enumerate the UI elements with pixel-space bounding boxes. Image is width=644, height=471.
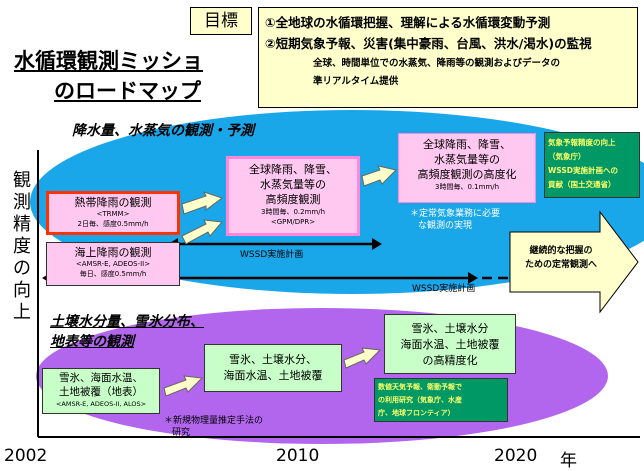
future-line-1: 全球降雨、降雪、 — [423, 138, 511, 151]
gpm-line-2: 水蒸気量等の — [260, 178, 326, 191]
lower-heading-line-2: 地表等の観測 — [50, 334, 134, 350]
x-tick-2010: 2010 — [276, 446, 320, 466]
forecast-line-3: WSSD実施計画への — [548, 166, 618, 175]
lower1-line-1: 雪氷、海面水温、 — [59, 372, 143, 384]
research-line-2: の利用研究（気象庁、水産 — [378, 396, 462, 404]
future-box: 全球降雨、降雪、 水蒸気量等の 高頻度観測の高度化 3時間毎、0.1mm/h — [398, 133, 536, 203]
continuous-observation-arrow — [509, 210, 639, 314]
goals-box: ①全地球の水循環把握、理解による水循環変動予測 ②短期気象予報、災害(集中豪雨、… — [258, 7, 638, 108]
future-line-3: 高頻度観測の高度化 — [417, 168, 517, 181]
lower-note-line-1: ＊新規物理量推定手法の — [164, 416, 264, 426]
title-line-1: 水循環観測ミッショ — [14, 49, 203, 73]
y-axis-label-char: 観 — [13, 170, 31, 191]
continuous-observation-text: 継続的な把握の ための定常観測へ — [514, 244, 608, 272]
lower-box-3: 雪氷、土壌水分 海面水温、土地被覆 の高精度化 — [384, 314, 516, 374]
future-line-4: 3時間毎、0.1mm/h — [434, 183, 500, 191]
lower3-line-2: 海面水温、土地被覆 — [400, 338, 500, 351]
arrow-text-line-2: ための定常観測へ — [524, 260, 597, 270]
trmm-line-1: 熱帯降雨の観測 — [74, 196, 152, 209]
arrow-lower-1 — [163, 375, 204, 397]
goal-line-2: ②短期気象予報、災害(集中豪雨、台風、洪水/渇水)の監視 — [265, 36, 592, 51]
lower-heading-line-1: 土壌水分量、雪氷分布、 — [50, 314, 204, 330]
future-line-2: 水蒸気量等の — [434, 153, 500, 166]
goal-line-1: ①全地球の水循環把握、理解による水循環変動予測 — [265, 15, 551, 30]
gpm-line-1: 全球降雨、降雪、 — [249, 163, 337, 176]
amsre-line-2: <AMSR-E, ADEOS-II> — [75, 260, 151, 268]
page-title: 水循環観測ミッショ のロードマップ — [14, 46, 244, 106]
wssd-label-1: WSSD実施計画 — [240, 250, 304, 260]
lower-box-1: 雪氷、海面水温、 土地被覆（地表） <AMSR-E, ADEOS-II, ALO… — [42, 368, 160, 414]
gpm-line-4: 3時間毎、0.2mm/h — [260, 208, 326, 216]
y-axis-label-char: 上 — [13, 302, 31, 323]
goal-tag-label: 目標 — [204, 11, 238, 31]
trmm-box: 熱帯降雨の観測 <TRMM> 2日毎、感度0.5mm/h — [46, 191, 180, 235]
lower2-line-1: 雪氷、土壌水分、 — [229, 353, 317, 366]
lower1-line-3: <AMSR-E, ADEOS-II, ALOS> — [55, 400, 147, 408]
y-axis-label-char: 測 — [13, 192, 31, 213]
goal-line-3: 全球、時間単位での水蒸気、降雨等の観測およびデータの — [313, 58, 561, 69]
research-line-3: 庁、地球フロンティア） — [378, 409, 455, 417]
arrow-trmm-to-gpm — [181, 191, 224, 215]
x-tick-2002: 2002 — [4, 446, 48, 466]
gpm-line-5: <GPM/DPR> — [270, 218, 316, 226]
goal-line-4: 準リアルタイム提供 — [313, 76, 399, 87]
arrow-gpm-to-future — [361, 165, 397, 187]
gpm-box: 全球降雨、降雪、 水蒸気量等の 高頻度観測 3時間毎、0.2mm/h <GPM/… — [226, 156, 360, 236]
x-tick-2020: 2020 — [494, 446, 538, 466]
research-box: 数値天気予報、衛動予報で の利用研究（気象庁、水産 庁、地球フロンティア） — [374, 378, 508, 422]
lower-note: ＊新規物理量推定手法の 研究 — [164, 415, 263, 439]
arrow-lower-2 — [343, 347, 382, 369]
upper-heading-text: 降水量、水蒸気の観測・予測 — [72, 123, 254, 139]
lower1-line-2: 土地被覆（地表） — [59, 386, 143, 398]
x-axis-unit: 年 — [560, 451, 577, 471]
gpm-line-3: 高頻度観測 — [265, 193, 321, 206]
amsre-line-1: 海上降雨の観測 — [74, 246, 152, 259]
y-axis-label-char: の — [13, 258, 31, 279]
research-line-1: 数値天気予報、衛動予報で — [378, 383, 462, 391]
wssd-label-2: WSSD実施計画 — [412, 284, 476, 294]
goal-tag: 目標 — [190, 7, 252, 35]
forecast-line-4: 貢献（国土交通省） — [548, 180, 616, 189]
y-axis-label-char: 向 — [13, 280, 31, 301]
op-note-line-2: な観測の実現 — [418, 221, 473, 231]
lower3-line-3: の高精度化 — [422, 354, 478, 367]
lower2-line-2: 海面水温、土地被覆 — [223, 369, 323, 382]
lower3-line-1: 雪氷、土壌水分 — [411, 322, 489, 335]
lower-note-line-2: 研究 — [172, 428, 191, 438]
operational-note: ＊定常気象業務に必要 な観測の実現 — [410, 208, 500, 232]
y-axis-label: 観測精度の向上 — [10, 170, 34, 324]
trmm-line-3: 2日毎、感度0.5mm/h — [77, 220, 149, 228]
lower-box-2: 雪氷、土壌水分、 海面水温、土地被覆 — [204, 344, 342, 392]
forecast-line-2: （気象庁） — [548, 152, 586, 161]
title-line-2: のロードマップ — [54, 79, 201, 103]
lower-band-heading: 土壌水分量、雪氷分布、 地表等の観測 — [50, 312, 204, 352]
arrow-text-line-1: 継続的な把握の — [529, 246, 593, 256]
forecast-box: 気象予報精度の向上 （気象庁） WSSD実施計画への 貢献（国土交通省） — [544, 132, 640, 198]
amsre-box: 海上降雨の観測 <AMSR-E, ADEOS-II> 毎日、感度0.5mm/h — [46, 242, 180, 286]
y-axis-label-char: 度 — [13, 236, 31, 257]
arrow-amsre-to-gpm — [181, 219, 223, 245]
y-axis-label-char: 精 — [13, 214, 31, 235]
op-note-line-1: ＊定常気象業務に必要 — [410, 209, 501, 219]
trmm-line-2: <TRMM> — [96, 210, 130, 218]
upper-band-heading: 降水量、水蒸気の観測・予測 — [72, 120, 254, 140]
amsre-line-3: 毎日、感度0.5mm/h — [79, 270, 147, 278]
forecast-line-1: 気象予報精度の向上 — [548, 138, 616, 147]
